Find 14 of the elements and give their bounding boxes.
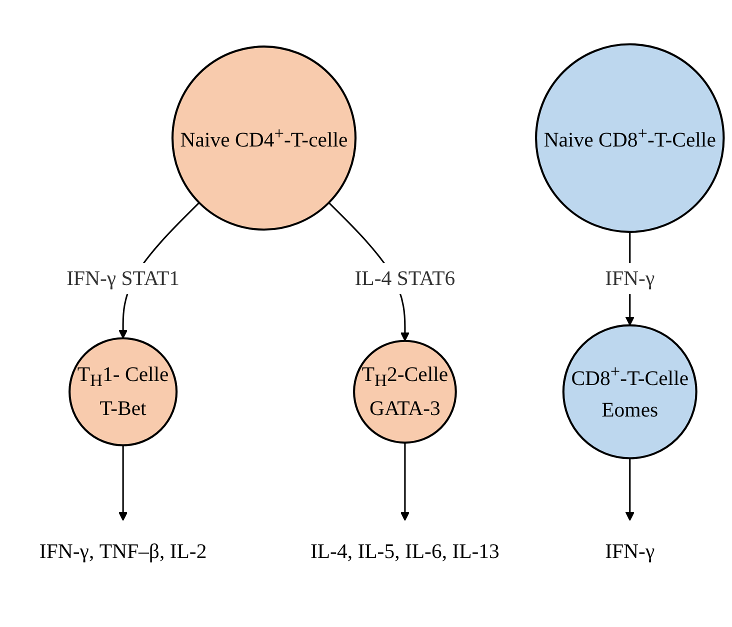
node-circle: T$_{H}$1- Celle T-Bet <box>68 337 178 446</box>
node-circle: T$_{H}$2-Celle GATA-3 <box>353 340 457 444</box>
node-circle: Naive CD8$^{+}$-T-Celle <box>535 43 725 233</box>
node-circle: CD8$^{+}$-T-Celle Eomes <box>562 324 698 460</box>
edge-label: IFN-γ STAT1 <box>66 267 180 290</box>
arrow <box>400 442 410 521</box>
node-text: IL-4, IL-5, IL-6, IL-13 <box>310 540 500 564</box>
node-circle: Naive CD4$^{+}$-T-celle <box>171 46 357 231</box>
edge-label: IL-4 STAT6 <box>354 267 456 290</box>
edge-label: IFN-γ <box>605 267 655 290</box>
node-text: IFN-γ <box>605 540 655 564</box>
arrow <box>118 445 128 521</box>
arrow <box>625 458 634 521</box>
node-text: IFN-γ, TNF–β, IL-2 <box>39 540 207 564</box>
